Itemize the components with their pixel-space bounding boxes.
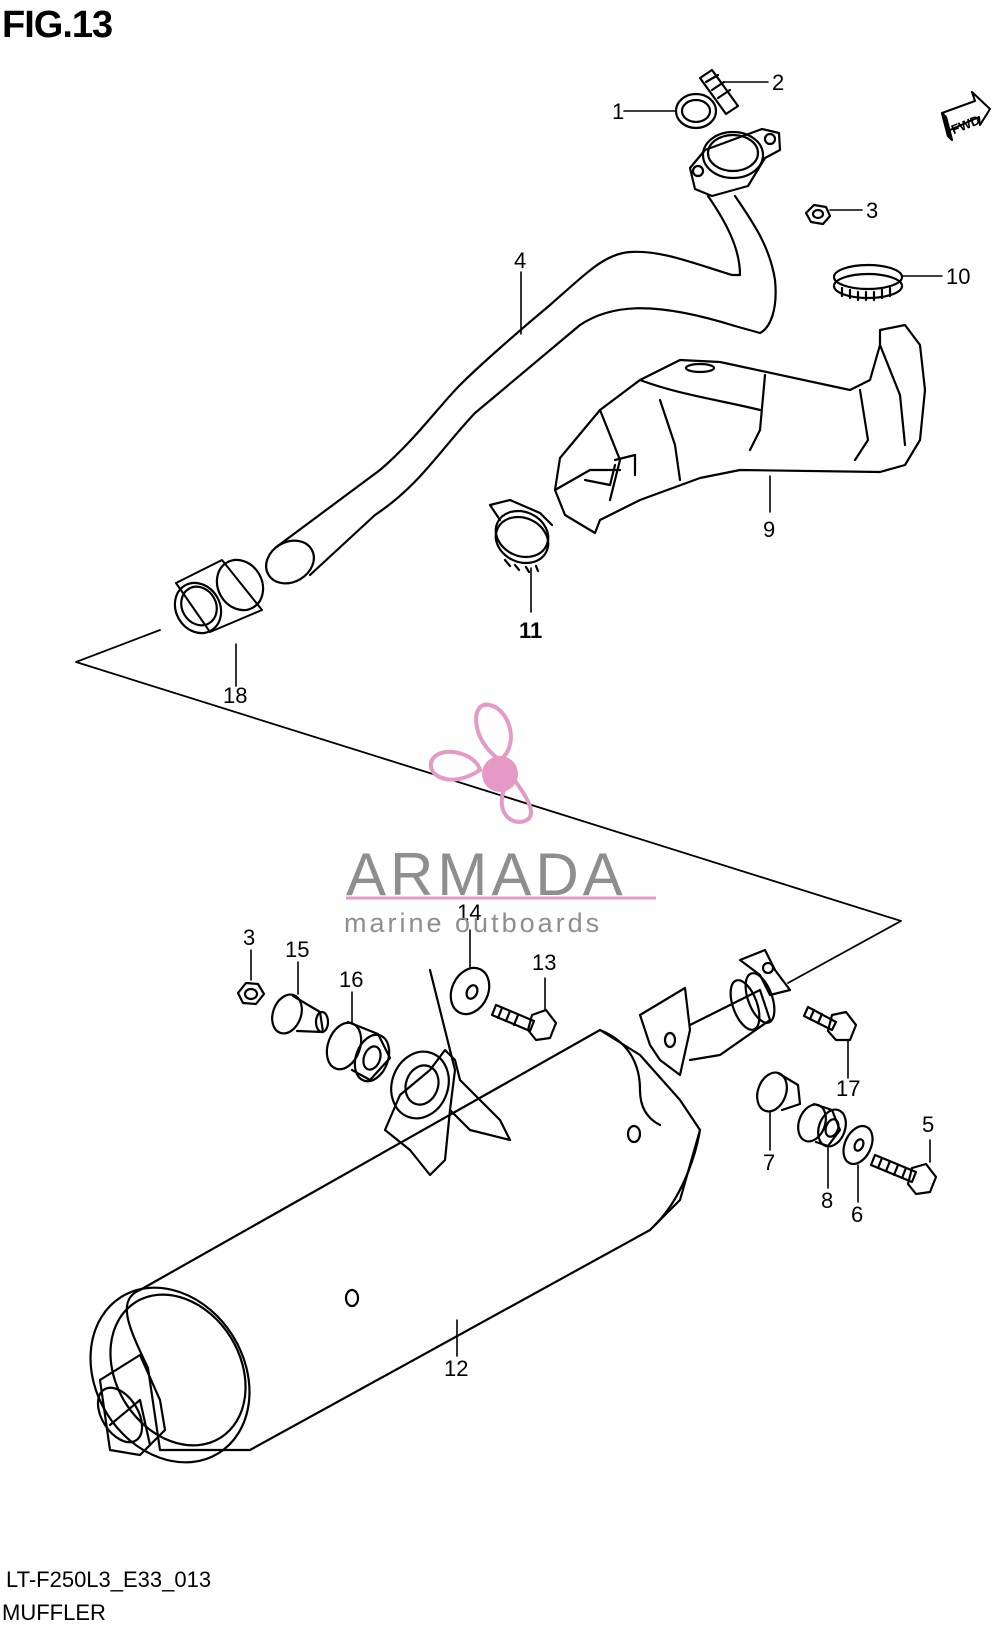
callout-13: 13 bbox=[532, 950, 556, 975]
callout-12: 12 bbox=[444, 1356, 468, 1381]
callout-2: 2 bbox=[772, 70, 784, 95]
exhaust-pipe-part-9 bbox=[553, 323, 927, 535]
grommet-part-8 bbox=[797, 1102, 847, 1148]
washer-part-6 bbox=[842, 1124, 874, 1166]
clamp-part-10 bbox=[832, 263, 904, 302]
callout-10: 10 bbox=[946, 264, 970, 289]
gasket-part-1 bbox=[674, 92, 718, 130]
callout-8: 8 bbox=[821, 1188, 833, 1213]
callout-14: 14 bbox=[457, 900, 481, 925]
callout-17: 17 bbox=[836, 1076, 860, 1101]
stud-bolt-part-2 bbox=[698, 68, 740, 116]
callout-18: 18 bbox=[223, 683, 247, 708]
watermark-tagline: marine outboards bbox=[344, 908, 603, 938]
figure-code: LT-F250L3_E33_013 bbox=[6, 1567, 212, 1592]
collar-part-15 bbox=[271, 993, 330, 1035]
callout-3b: 3 bbox=[243, 925, 255, 950]
callout-4: 4 bbox=[514, 248, 526, 273]
assembly-guide-lines bbox=[75, 629, 902, 984]
grommet-part-16 bbox=[325, 1020, 392, 1083]
hose-clamp-part-11 bbox=[488, 498, 554, 574]
callout-1: 1 bbox=[612, 99, 624, 124]
callout-6: 6 bbox=[851, 1202, 863, 1227]
bolt-part-5 bbox=[869, 1153, 938, 1196]
sleeve-part-18 bbox=[173, 558, 265, 635]
muffler-part-12 bbox=[89, 948, 792, 1464]
callout-11: 11 bbox=[519, 618, 542, 643]
callout-leader-lines bbox=[235, 81, 943, 1357]
nut-part-3-bottom bbox=[236, 981, 266, 1006]
nut-part-3-top bbox=[804, 203, 832, 226]
exhaust-flange bbox=[688, 127, 782, 198]
bolt-part-17 bbox=[802, 1005, 858, 1042]
callout-3a: 3 bbox=[866, 198, 878, 223]
exhaust-pipe-part-4 bbox=[265, 194, 777, 585]
figure-name: MUFFLER bbox=[2, 1600, 106, 1625]
callout-5: 5 bbox=[922, 1112, 934, 1137]
watermark-brand: ARMADA bbox=[346, 841, 627, 908]
figure-title: FIG.13 bbox=[2, 4, 113, 46]
callout-numbers: 1 2 3 10 4 9 11 18 3 15 16 14 13 17 5 7 … bbox=[223, 70, 970, 1381]
callout-16: 16 bbox=[339, 967, 363, 992]
callout-7: 7 bbox=[763, 1150, 775, 1175]
callout-9: 9 bbox=[763, 517, 775, 542]
collar-part-7 bbox=[756, 1071, 802, 1113]
fwd-arrow-icon: FWD bbox=[940, 91, 991, 142]
bolt-part-13 bbox=[490, 1003, 558, 1042]
armada-logo-watermark bbox=[428, 702, 533, 825]
callout-15: 15 bbox=[285, 937, 309, 962]
washer-part-14 bbox=[449, 966, 491, 1016]
